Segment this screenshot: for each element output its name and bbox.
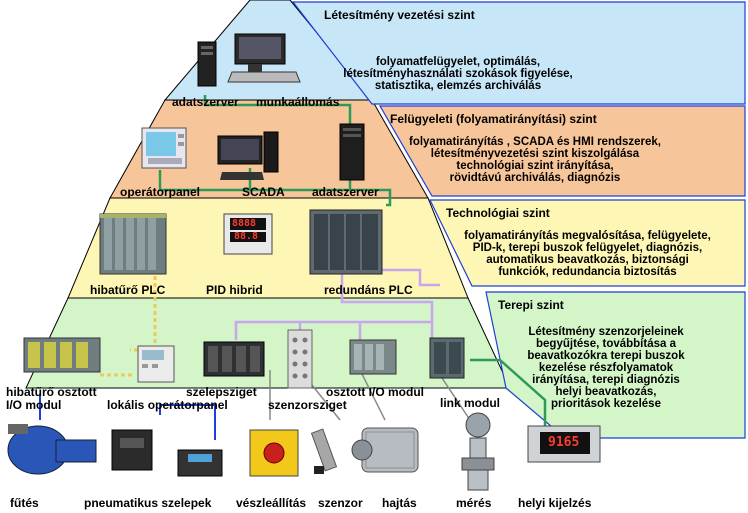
- level-title-supervisory: Felügyeleti (folyamatirányítási) szint: [390, 112, 597, 126]
- local-display-value: 9165: [548, 435, 580, 450]
- level-title-management: Létesítmény vezetési szint: [324, 8, 475, 22]
- level-desc-management-2: létesítményhasználati szokások figyelése…: [343, 68, 573, 80]
- level-title-field: Terepi szint: [498, 298, 564, 312]
- label-szenzor: szenzor: [318, 496, 363, 510]
- local-display-icon: [527, 425, 601, 463]
- level-desc-management-3: statisztika, elemzés archiválás: [374, 80, 542, 92]
- level-desc-technological-1: folyamatirányítás megvalósítása, felügye…: [464, 230, 711, 242]
- label-hibaturo-osztott-2: I/O modul: [6, 398, 62, 412]
- level-desc-supervisory-4: rövidtávú archiválás, diagnózis: [449, 172, 621, 184]
- link-module-icon: [429, 337, 465, 379]
- label-meres: mérés: [456, 496, 492, 510]
- scada-computer-icon: [217, 131, 279, 180]
- info-box-field: [485, 291, 746, 439]
- level-desc-field-5: irányítása, terepi diagnózis: [532, 374, 680, 386]
- level-desc-field-2: begyűjtése, továbbítása a: [536, 338, 676, 350]
- label-szelepsziget: szelepsziget: [186, 385, 257, 399]
- server-icon-top: [197, 41, 217, 87]
- sensor-island-icon: [287, 329, 313, 389]
- motor-drive-icon: [351, 427, 419, 473]
- distributed-io-module-icon-left: [23, 337, 101, 373]
- pid-display-text-2: 88.8: [234, 231, 259, 242]
- network-line-grey-3: [359, 369, 386, 421]
- network-line-violet-1: [340, 262, 434, 345]
- level-desc-management-1: folyamatfelügyelet, optimálás,: [375, 56, 541, 68]
- fault-tolerant-plc-icon: [99, 213, 167, 275]
- pid-hybrid-controller-icon: [223, 213, 273, 255]
- level-desc-field-3: beavatkozókra terepi buszok: [527, 350, 685, 362]
- label-redundans-plc: redundáns PLC: [324, 283, 413, 297]
- data-server-icon-mid: [339, 123, 365, 181]
- label-helyi-kijelzes: helyi kijelzés: [518, 496, 592, 510]
- local-operator-panel-icon: [137, 345, 175, 383]
- proximity-sensor-icon: [310, 428, 338, 474]
- level-desc-technological-4: funkciók, redundancia biztosítás: [498, 266, 677, 278]
- info-box-technological: [429, 199, 746, 287]
- info-box-management: [291, 1, 746, 105]
- label-lokalis-operatorpanel: lokális operátorpanel: [107, 398, 228, 412]
- info-box-field-text: Terepi szint Létesítmény szenzorjeleinek…: [486, 292, 745, 438]
- network-line-field: [470, 358, 547, 430]
- label-adatszerver-mid: adatszerver: [312, 185, 379, 199]
- valve-island-icon: [203, 341, 265, 377]
- label-osztott-io: osztott I/O modul: [326, 385, 424, 399]
- info-box-supervisory: [378, 105, 746, 197]
- label-szenzorsziget: szenzorsziget: [268, 398, 347, 412]
- label-futes: fűtés: [10, 496, 39, 510]
- level-desc-field-1: Létesítmény szenzorjeleinek: [528, 326, 684, 338]
- redundant-plc-icon: [309, 209, 383, 275]
- label-link-modul: link modul: [440, 396, 500, 410]
- measurement-transmitter-icon: [461, 412, 495, 491]
- info-box-supervisory-text: Felügyeleti (folyamatirányítási) szint f…: [380, 106, 745, 196]
- level-desc-supervisory-1: folyamatirányítás , SCADA és HMI rendsze…: [408, 136, 662, 148]
- level-desc-field-6: helyi beavatkozás,: [555, 386, 657, 398]
- network-line-mid: [158, 170, 392, 207]
- label-pid-hibrid: PID hibrid: [206, 283, 263, 297]
- operator-panel-icon: [141, 127, 187, 169]
- network-line-blue-1: [159, 404, 216, 440]
- label-operatorpanel: operátorpanel: [120, 185, 201, 199]
- label-hajtas: hajtás: [382, 496, 417, 510]
- level-desc-technological-2: PID-k, terepi buszok felügyelet, diagnóz…: [472, 242, 703, 254]
- info-box-technological-text: Technológiai szint folyamatirányítás meg…: [430, 200, 745, 286]
- network-line-top: [203, 95, 352, 125]
- level-desc-technological-3: automatikus beavatkozás, biztonsági: [486, 254, 689, 266]
- heating-burner-icon: [7, 424, 97, 475]
- label-pneumatikus: pneumatikus szelepek: [84, 496, 212, 510]
- network-line-violet-3: [234, 320, 432, 340]
- label-munkaallomas: munkaállomás: [256, 95, 340, 109]
- label-hibaturo-plc: hibatűrő PLC: [90, 283, 166, 297]
- pneumatic-valves-icon: [111, 429, 223, 477]
- label-scada: SCADA: [242, 185, 285, 199]
- pid-display-text-1: 8888: [232, 218, 257, 229]
- distributed-io-module-icon-mid: [349, 339, 397, 375]
- level-desc-supervisory-3: technológiai szint irányítása,: [456, 160, 614, 172]
- emergency-stop-icon: [249, 429, 299, 477]
- label-hibaturo-osztott-1: hibatűrő osztott: [6, 385, 97, 399]
- label-veszleallitas: vészleállítás: [236, 496, 307, 510]
- workstation-icon: [227, 33, 301, 83]
- network-line-grey-4: [439, 374, 471, 421]
- info-box-management-text: Létesítmény vezetési szint folyamatfelüg…: [293, 2, 745, 104]
- label-adatszerver-top: adatszerver: [172, 95, 239, 109]
- level-desc-field-4: kezelése részfolyamatok: [538, 362, 674, 374]
- level-desc-field-7: prioritások kezelése: [551, 398, 661, 410]
- level-desc-supervisory-2: létesítményvezetési szint kiszolgálása: [430, 148, 640, 160]
- level-title-technological: Technológiai szint: [446, 206, 550, 220]
